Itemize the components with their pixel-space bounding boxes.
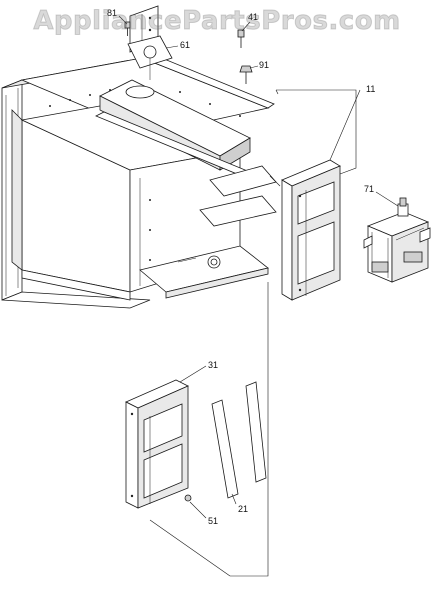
magnetron-71: [363, 197, 431, 283]
callout-leaders: [118, 15, 399, 519]
support-shelves: [139, 165, 277, 299]
callout-51: 51: [208, 516, 218, 526]
callout-41: 41: [248, 12, 258, 22]
bracket-11: [281, 159, 341, 301]
screws-top: [124, 21, 253, 84]
callout-31: 31: [208, 360, 218, 370]
callout-71: 71: [364, 184, 374, 194]
callout-21: 21: [238, 504, 248, 514]
waveguide-duct: [95, 35, 251, 177]
callout-11: 11: [366, 84, 375, 94]
callout-61: 61: [180, 40, 190, 50]
callout-labels: 81 41 61 91 11 71 31 21 51: [107, 8, 375, 526]
callout-81: 81: [107, 8, 117, 18]
assembly-lines: [149, 89, 357, 577]
callout-91: 91: [259, 60, 269, 70]
gasket-strips-21: [211, 381, 267, 499]
screw-51: [184, 494, 192, 502]
bracket-31: [125, 379, 189, 509]
